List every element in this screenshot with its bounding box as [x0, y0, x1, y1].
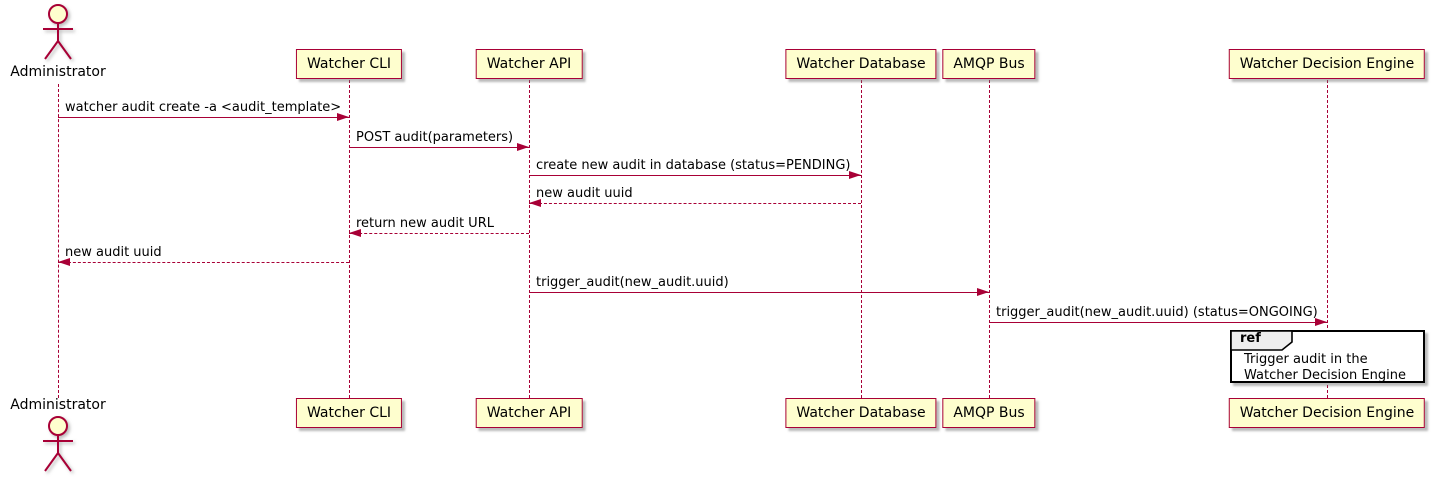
ref-fragment: ref Trigger audit in the Watcher Decisio… [1230, 330, 1425, 383]
message-label-5: return new audit URL [356, 216, 494, 231]
participant-box-cli-top: Watcher CLI [295, 49, 403, 79]
lifeline-admin [58, 84, 59, 398]
message-line-6 [58, 262, 349, 263]
participant-box-amqp-top: AMQP Bus [942, 49, 1036, 79]
message-arrowhead-4 [529, 199, 541, 207]
ref-fragment-text: Trigger audit in the Watcher Decision En… [1244, 352, 1406, 384]
lifeline-wde [1327, 80, 1328, 398]
actor-icon [43, 416, 73, 472]
participant-box-api-bottom: Watcher API [475, 398, 583, 428]
participant-box-db-bottom: Watcher Database [785, 398, 937, 428]
ref-tab-pentagon-icon [1230, 330, 1293, 351]
message-arrowhead-8 [1315, 318, 1327, 326]
message-arrowhead-5 [349, 229, 361, 237]
lifeline-amqp [989, 80, 990, 398]
ref-fragment-line2: Watcher Decision Engine [1244, 368, 1406, 383]
participant-label-admin-top: Administrator [10, 64, 106, 80]
message-line-8 [989, 322, 1327, 323]
actor-figure-admin-bottom [36, 415, 80, 479]
message-arrowhead-3 [849, 171, 861, 179]
ref-keyword: ref [1240, 331, 1261, 346]
message-line-7 [529, 292, 989, 293]
message-line-5 [349, 233, 529, 234]
message-line-1 [58, 117, 349, 118]
lifeline-api [529, 80, 530, 398]
message-line-3 [529, 175, 861, 176]
ref-fragment-tab: ref [1230, 330, 1294, 351]
message-label-8: trigger_audit(new_audit.uuid) (status=ON… [996, 305, 1318, 320]
message-arrowhead-1 [337, 113, 349, 121]
message-label-6: new audit uuid [65, 245, 162, 260]
participant-box-db-top: Watcher Database [785, 49, 937, 79]
participant-box-wde-bottom: Watcher Decision Engine [1228, 398, 1426, 428]
participant-box-api-top: Watcher API [475, 49, 583, 79]
lifeline-cli [349, 80, 350, 398]
participant-box-wde-top: Watcher Decision Engine [1228, 49, 1426, 79]
message-label-4: new audit uuid [536, 186, 633, 201]
participant-box-cli-bottom: Watcher CLI [295, 398, 403, 428]
participant-label-admin-bottom: Administrator [10, 397, 106, 413]
message-label-1: watcher audit create -a <audit_template> [65, 100, 342, 115]
lifeline-db [861, 80, 862, 398]
participant-box-amqp-bottom: AMQP Bus [942, 398, 1036, 428]
actor-figure-admin-top [36, 3, 80, 67]
message-line-4 [529, 203, 861, 204]
message-arrowhead-6 [58, 258, 70, 266]
message-label-2: POST audit(parameters) [356, 130, 514, 145]
message-arrowhead-7 [977, 288, 989, 296]
ref-fragment-line1: Trigger audit in the [1244, 352, 1368, 367]
actor-icon [43, 4, 73, 60]
message-label-3: create new audit in database (status=PEN… [536, 158, 851, 173]
message-line-2 [349, 147, 529, 148]
message-arrowhead-2 [517, 143, 529, 151]
message-label-7: trigger_audit(new_audit.uuid) [536, 275, 729, 290]
